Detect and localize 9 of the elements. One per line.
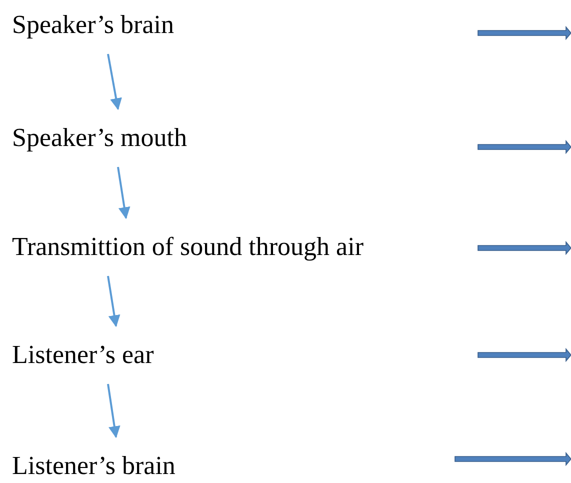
arrow	[107, 384, 120, 438]
stage-label: Transmittion of sound through air	[12, 218, 364, 276]
arrow	[107, 276, 120, 328]
stage-label: Speaker’s brain	[12, 0, 174, 54]
arrow	[107, 54, 122, 110]
stage-label: Listener’s brain	[12, 437, 176, 483]
arrow	[117, 166, 130, 220]
stage-label: Listener’s ear	[12, 326, 154, 384]
stage-label: Speaker’s mouth	[12, 109, 187, 167]
